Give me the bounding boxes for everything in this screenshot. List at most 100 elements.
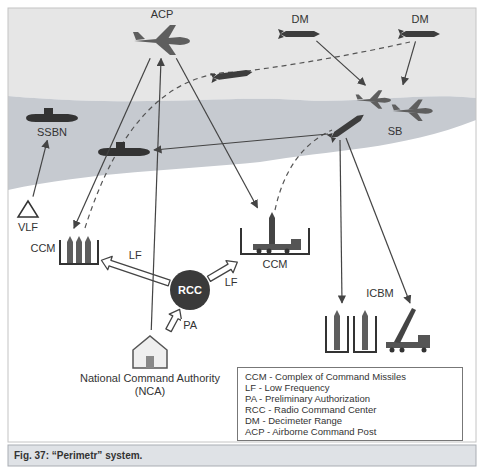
icon-part — [269, 212, 275, 244]
icon-part — [400, 347, 405, 352]
submarine: SSBN — [24, 106, 80, 139]
icon-part — [408, 112, 422, 121]
connector — [166, 309, 182, 331]
icon-part — [285, 248, 290, 253]
icon-part — [422, 347, 427, 352]
airborne-command-post: ACP — [132, 8, 192, 57]
icon — [355, 87, 435, 123]
missile-complex: CCM — [30, 230, 99, 266]
icon-part — [60, 240, 98, 264]
icon — [129, 332, 171, 370]
icon-part — [370, 101, 382, 108]
icon-part — [241, 228, 309, 254]
node-label: SSBN — [37, 126, 67, 139]
icon-part — [26, 108, 78, 122]
sky — [8, 8, 476, 101]
connector — [151, 58, 161, 330]
caption-bar — [8, 445, 476, 466]
icon-part — [85, 236, 91, 263]
icon-part — [386, 342, 420, 348]
legend-entry: PA - Preliminary Authorization — [245, 393, 455, 404]
connector-label: LF — [127, 249, 144, 262]
legend-entry: ACP - Airborne Command Post — [245, 426, 455, 437]
icon-part — [291, 239, 301, 250]
node-label: National Command Authority (NCA) — [70, 372, 230, 398]
icon — [58, 230, 100, 266]
icon — [324, 302, 436, 354]
icon-part — [146, 356, 154, 368]
icon-part — [398, 29, 440, 39]
node-label: SB — [388, 125, 403, 138]
icon-part — [370, 90, 382, 99]
connector-group — [166, 309, 182, 331]
legend-text: RCC - Radio Command Center — [245, 404, 376, 415]
command-missile — [210, 67, 253, 83]
icon-part — [133, 336, 167, 368]
legend-entry: CCM - Complex of Command Missiles — [245, 371, 455, 382]
connector — [33, 140, 47, 196]
figure-frame — [8, 8, 476, 442]
icon — [132, 23, 192, 57]
icon-part — [390, 347, 395, 352]
connector — [403, 41, 416, 84]
icon-part — [408, 99, 422, 109]
submarine — [98, 142, 150, 156]
icon-part — [392, 104, 401, 110]
connector-group — [316, 41, 365, 85]
icon-part — [156, 25, 176, 39]
legend-text: ACP - Airborne Command Post — [245, 426, 376, 437]
trajectory-dashed — [85, 42, 410, 228]
icon-part — [156, 43, 176, 55]
radio-command-center: RCC — [170, 270, 210, 310]
connector — [74, 58, 150, 228]
icon — [239, 210, 311, 256]
legend-text: LF - Low Frequency — [245, 382, 329, 393]
icon-part — [334, 310, 340, 350]
command-missile: DM — [398, 13, 442, 40]
signal-line — [340, 140, 342, 303]
icon-part — [362, 310, 368, 350]
icon-part — [67, 236, 73, 263]
trajectory-dashed — [275, 130, 332, 210]
connector-group — [74, 58, 150, 228]
icon-part — [76, 236, 82, 263]
figure-caption: Fig. 37: “Perimetr” system. — [14, 450, 142, 461]
icon — [16, 199, 40, 219]
strategic-bombers: SB — [355, 87, 435, 138]
icon-part — [133, 32, 145, 40]
legend-entry: RCC - Radio Command Center — [245, 404, 455, 415]
icon — [24, 106, 80, 124]
node-label: DM — [411, 13, 428, 26]
connector-group — [176, 58, 257, 207]
icon-part — [257, 248, 262, 253]
icon-part — [394, 308, 416, 343]
connector-group — [151, 58, 161, 330]
legend-text: CCM - Complex of Command Missiles — [245, 371, 406, 382]
node-label: CCM — [262, 258, 287, 271]
node-label: DM — [291, 13, 308, 26]
command-authority: National Command Authority (NCA) — [70, 332, 230, 398]
connector — [316, 41, 365, 85]
node-label: ICBM — [366, 287, 394, 300]
icon-part — [278, 29, 320, 39]
node-label: CCM — [30, 242, 55, 255]
legend-text: PA - Preliminary Authorization — [245, 393, 370, 404]
icon-part — [354, 316, 376, 352]
icbm-group: ICBM — [324, 287, 436, 354]
icon-part — [326, 316, 348, 352]
icon-part — [418, 335, 430, 348]
node-label: VLF — [18, 221, 38, 234]
icon-part — [18, 201, 38, 217]
legend-text: DM - Decimeter Range — [245, 415, 342, 426]
connector-group — [403, 41, 416, 84]
signal-line — [154, 134, 328, 150]
legend-entry: LF - Low Frequency — [245, 382, 455, 393]
node-label: RCC — [178, 284, 202, 297]
connector-label: PA — [181, 319, 199, 332]
signal-line — [346, 138, 410, 303]
connector-label: LF — [223, 276, 240, 289]
connector — [176, 58, 257, 207]
legend-box: CCM - Complex of Command MissilesLF - Lo… — [237, 367, 463, 441]
